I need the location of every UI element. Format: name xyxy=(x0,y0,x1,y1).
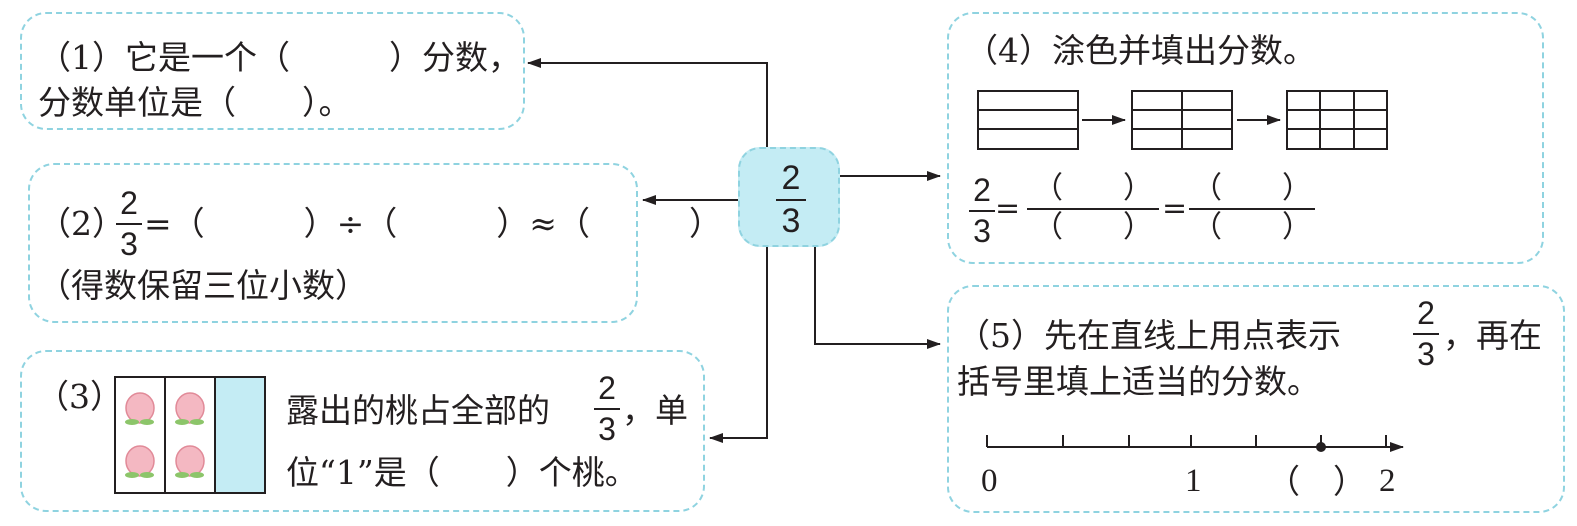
rect-six-parts xyxy=(1131,90,1233,150)
q3-denominator: 3 xyxy=(598,411,616,447)
q4-blank-numerator-1: （ ） xyxy=(1033,172,1153,205)
peach-box-figure xyxy=(114,376,266,494)
q4-numerator: 2 xyxy=(973,172,991,208)
center-denominator: 3 xyxy=(781,202,801,240)
q2-note: （得数保留三位小数） xyxy=(38,266,368,305)
tick-label-1: 1 xyxy=(1185,463,1202,499)
q5-numerator: 2 xyxy=(1417,295,1435,331)
q4-equals-1: = xyxy=(995,191,1021,226)
q2-numerator: 2 xyxy=(120,185,138,221)
question-2-box: （2） 2 3 =（ ）÷（ ）≈（ ） （得数保留三位小数） xyxy=(28,163,722,323)
q5-blank: （ ） xyxy=(1267,462,1366,501)
q2-denominator: 3 xyxy=(120,226,138,262)
q3-text1: 露出的桃占全部的 xyxy=(286,391,550,430)
q4-equals-2: = xyxy=(1162,191,1188,226)
tick-label-2: 2 xyxy=(1379,463,1396,499)
peach-icon xyxy=(175,445,205,478)
rectangle-partition-figures xyxy=(977,90,1388,150)
center-fraction: 2 3 xyxy=(776,161,806,238)
center-numerator: 2 xyxy=(781,159,801,197)
q4-fraction: 2 3 xyxy=(969,174,995,247)
q2-fraction: 2 3 xyxy=(116,187,142,260)
q3-numerator: 2 xyxy=(598,370,616,406)
q3-text1-after: ，单 xyxy=(622,391,688,430)
peach-icon xyxy=(125,392,155,425)
covered-part xyxy=(214,376,266,494)
q4-blank-fraction-1: （ ） （ ） xyxy=(1027,174,1159,243)
q4-blank-denominator-2: （ ） xyxy=(1192,211,1312,244)
arrow-to-q3 xyxy=(709,247,768,443)
peach-icon xyxy=(175,392,205,425)
q5-line1-after: ，再在 xyxy=(1443,316,1542,355)
q1-line1: （1）它是一个（ ）分数， xyxy=(38,38,521,77)
q4-denominator: 3 xyxy=(973,213,991,249)
q5-fraction: 2 3 xyxy=(1413,297,1439,370)
q3-label: （3） xyxy=(36,377,123,416)
arrow-to-q1 xyxy=(527,58,768,147)
q3-text2: 位“1”是（ ）个桃。 xyxy=(286,453,638,492)
rect-nine-parts xyxy=(1286,90,1388,150)
q5-line1-before: （5）先在直线上用点表示 xyxy=(957,316,1341,355)
q5-denominator: 3 xyxy=(1417,336,1435,372)
q4-blank-fraction-2: （ ） （ ） xyxy=(1189,174,1315,243)
tick-label-0: 0 xyxy=(981,463,998,499)
question-3-box: （3） 露出的桃占全部的 2 3 ，单 位“1”是（ ）个桃。 xyxy=(20,350,705,512)
question-1-box: （1）它是一个（ ）分数， 分数单位是（ ）。 xyxy=(20,12,525,130)
question-4-box: （4）涂色并填出分数。 2 3 = （ ） （ ） xyxy=(947,12,1544,264)
question-5-box: （5）先在直线上用点表示 2 3 ，再在 括号里填上适当的分数。 0 1 （ ）… xyxy=(947,285,1565,513)
center-fraction-box: 2 3 xyxy=(738,147,840,247)
arrow-to-q5 xyxy=(814,247,941,349)
marked-point xyxy=(1316,442,1326,452)
q4-blank-denominator-1: （ ） xyxy=(1033,211,1153,244)
q2-expression: =（ ）÷（ ）≈（ ） xyxy=(144,204,722,243)
q4-blank-numerator-2: （ ） xyxy=(1192,172,1312,205)
q4-title: （4）涂色并填出分数。 xyxy=(965,31,1316,70)
q5-line2: 括号里填上适当的分数。 xyxy=(957,362,1320,401)
q3-fraction: 2 3 xyxy=(594,372,620,445)
q1-line2: 分数单位是（ ）。 xyxy=(38,83,352,122)
number-line xyxy=(986,435,1404,452)
rect-three-parts xyxy=(977,90,1079,150)
peach-icon xyxy=(125,445,155,478)
q2-label: （2） xyxy=(38,204,125,243)
